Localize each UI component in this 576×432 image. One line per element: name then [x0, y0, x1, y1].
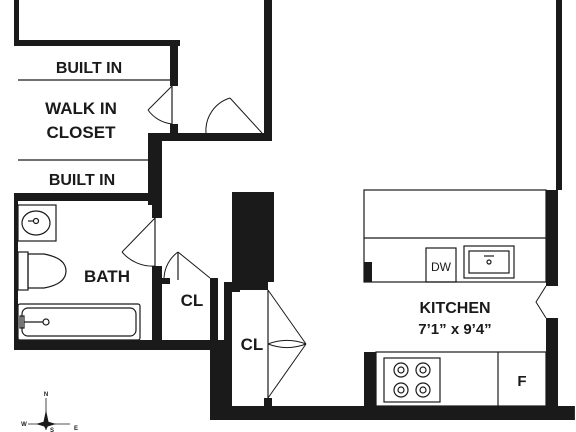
- small-closet-door-swing: [163, 251, 211, 279]
- bath-fixtures: [17, 204, 156, 341]
- wall-bath-bottom: [14, 340, 210, 350]
- label-kitchen: KITCHEN: [419, 300, 490, 317]
- wall-hall-left: [148, 133, 162, 205]
- label-bath: BATH: [84, 267, 130, 286]
- label-built-in-bottom: BUILT IN: [49, 172, 115, 189]
- compass-rose: N W E S: [21, 392, 78, 432]
- wall-hall-column-left: [232, 192, 240, 292]
- wall-closet-right-lower: [170, 124, 178, 134]
- kitchen-fixtures: [363, 189, 547, 407]
- burner-4: [415, 382, 431, 398]
- wall-bottom: [210, 406, 576, 420]
- burner-3: [393, 382, 409, 398]
- compass-cross-icon: [36, 421, 56, 427]
- bath-door-swing: [121, 217, 156, 267]
- bathtub: [17, 303, 141, 341]
- hall-closet-doors: [267, 289, 307, 399]
- closet-fixtures: [18, 79, 173, 161]
- small-closet-door: [163, 251, 211, 280]
- burner-2-inner: [419, 366, 427, 374]
- bathtub-drain: [42, 318, 50, 326]
- toilet-bowl: [27, 253, 67, 289]
- compass-west-label: W: [21, 422, 27, 428]
- burner-3-inner: [397, 386, 405, 394]
- label-kitchen-dimensions: 7’1” x 9’4”: [418, 321, 491, 338]
- label-closet-hall: CL: [241, 335, 264, 354]
- kitchen-sink-drain: [486, 259, 492, 265]
- burner-4-inner: [419, 386, 427, 394]
- wall-cl-hall-left: [224, 282, 232, 342]
- bathtub-inner: [21, 307, 137, 337]
- label-closet-small: CL: [181, 291, 204, 310]
- wall-kitchen-counter-stub: [364, 352, 376, 408]
- bathtub-handle: [19, 315, 25, 329]
- dishwasher-box: [425, 247, 457, 283]
- wall-bedroom-right: [264, 0, 272, 141]
- bedroom-door: [205, 97, 263, 134]
- stove: [383, 357, 441, 403]
- wall-top-right: [556, 0, 562, 190]
- kitchen-sink-inner: [468, 250, 510, 274]
- hall-closet-door-lower: [267, 343, 307, 399]
- label-fridge: F: [517, 373, 526, 390]
- wall-kitchen-right-lower: [546, 318, 558, 416]
- label-walk-in-closet-line1: WALK IN: [45, 99, 117, 118]
- wall-bath-left: [14, 193, 18, 343]
- label-dishwasher: DW: [431, 260, 452, 274]
- wall-kitchen-right-upper: [546, 190, 558, 286]
- label-built-in-top: BUILT IN: [56, 60, 122, 77]
- burner-2: [415, 362, 431, 378]
- wall-bath-right-lower: [152, 266, 162, 348]
- wall-bath-right-upper: [152, 198, 162, 218]
- walls: [14, 0, 576, 420]
- wall-closet-right-upper: [170, 40, 178, 86]
- hall-closet-door-upper: [267, 289, 307, 345]
- burner-1-inner: [397, 366, 405, 374]
- wall-closet-top: [14, 40, 180, 46]
- sink-drain: [32, 217, 40, 225]
- room-labels: BUILT IN WALK IN CLOSET BUILT IN BATH CL…: [45, 60, 526, 390]
- kitchen-sink-outer: [463, 245, 515, 279]
- bedroom-door-swing: [205, 97, 263, 134]
- kitchen-lower-counter: [375, 351, 547, 407]
- burner-1: [393, 362, 409, 378]
- wall-hall-top: [160, 133, 264, 141]
- wall-cl-small-top: [162, 278, 170, 284]
- sink-counter: [17, 204, 57, 242]
- wall-cl-hall-top: [224, 282, 268, 290]
- toilet-tank: [17, 251, 29, 291]
- wall-kitchen-left-stub: [364, 262, 372, 282]
- compass-east-label: E: [74, 426, 78, 432]
- wall-cl-hall-right-stub: [264, 398, 272, 408]
- kitchen-upper-counter: [363, 189, 547, 283]
- compass-south-label: S: [50, 428, 54, 432]
- wall-lower-left: [210, 340, 232, 420]
- sink-basin: [21, 210, 51, 236]
- label-walk-in-closet-line2: CLOSET: [47, 123, 117, 142]
- kitchen-side-door: [535, 285, 547, 319]
- wall-cl-small-right: [210, 278, 218, 350]
- closet-door-swing: [147, 85, 173, 125]
- wall-closet-bottom: [14, 193, 162, 201]
- compass-north-label: N: [44, 392, 48, 398]
- wall-top-left-vertical: [14, 0, 19, 44]
